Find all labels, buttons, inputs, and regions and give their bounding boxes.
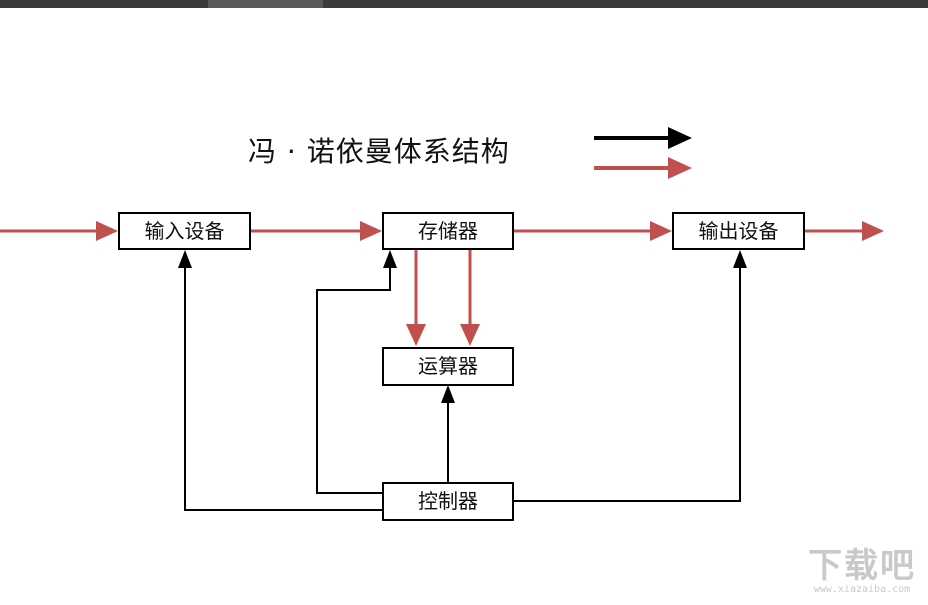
node-control: 控制器 [382, 482, 514, 521]
watermark-main: 下载吧 [808, 546, 916, 586]
legend-data-flow-arrow [594, 157, 692, 179]
arrow-into-input [0, 221, 118, 241]
node-output: 输出设备 [672, 212, 805, 250]
node-input-label: 输入设备 [145, 219, 225, 243]
control-flow-arrows [178, 250, 747, 511]
legend [594, 127, 692, 179]
node-memory: 存储器 [382, 212, 514, 250]
arrow-memory-to-alu-right [460, 250, 480, 346]
toolbar-tab [208, 0, 323, 8]
control-to-output [513, 250, 747, 502]
watermark-logo: 下载吧 www.xiazaiba.com [808, 549, 916, 595]
node-alu: 运算器 [382, 347, 514, 386]
node-memory-label: 存储器 [418, 219, 478, 243]
diagram-title: 冯 · 诺依曼体系结构 [248, 135, 510, 168]
arrow-out-of-output [804, 221, 884, 241]
node-input: 输入设备 [118, 212, 251, 250]
arrow-memory-to-alu-left [406, 250, 426, 346]
arrow-input-to-memory [250, 221, 382, 241]
arrow-memory-to-output [513, 221, 672, 241]
control-to-input [178, 250, 383, 511]
node-output-label: 输出设备 [699, 219, 779, 243]
legend-control-flow-arrow [594, 127, 692, 149]
control-to-memory [316, 250, 397, 494]
watermark-url: www.xiazaiba.com [813, 584, 911, 595]
node-alu-label: 运算器 [418, 354, 478, 378]
data-flow-arrows [0, 221, 884, 346]
control-to-alu [441, 385, 455, 482]
window-top-bar [0, 0, 928, 8]
node-control-label: 控制器 [418, 489, 478, 513]
